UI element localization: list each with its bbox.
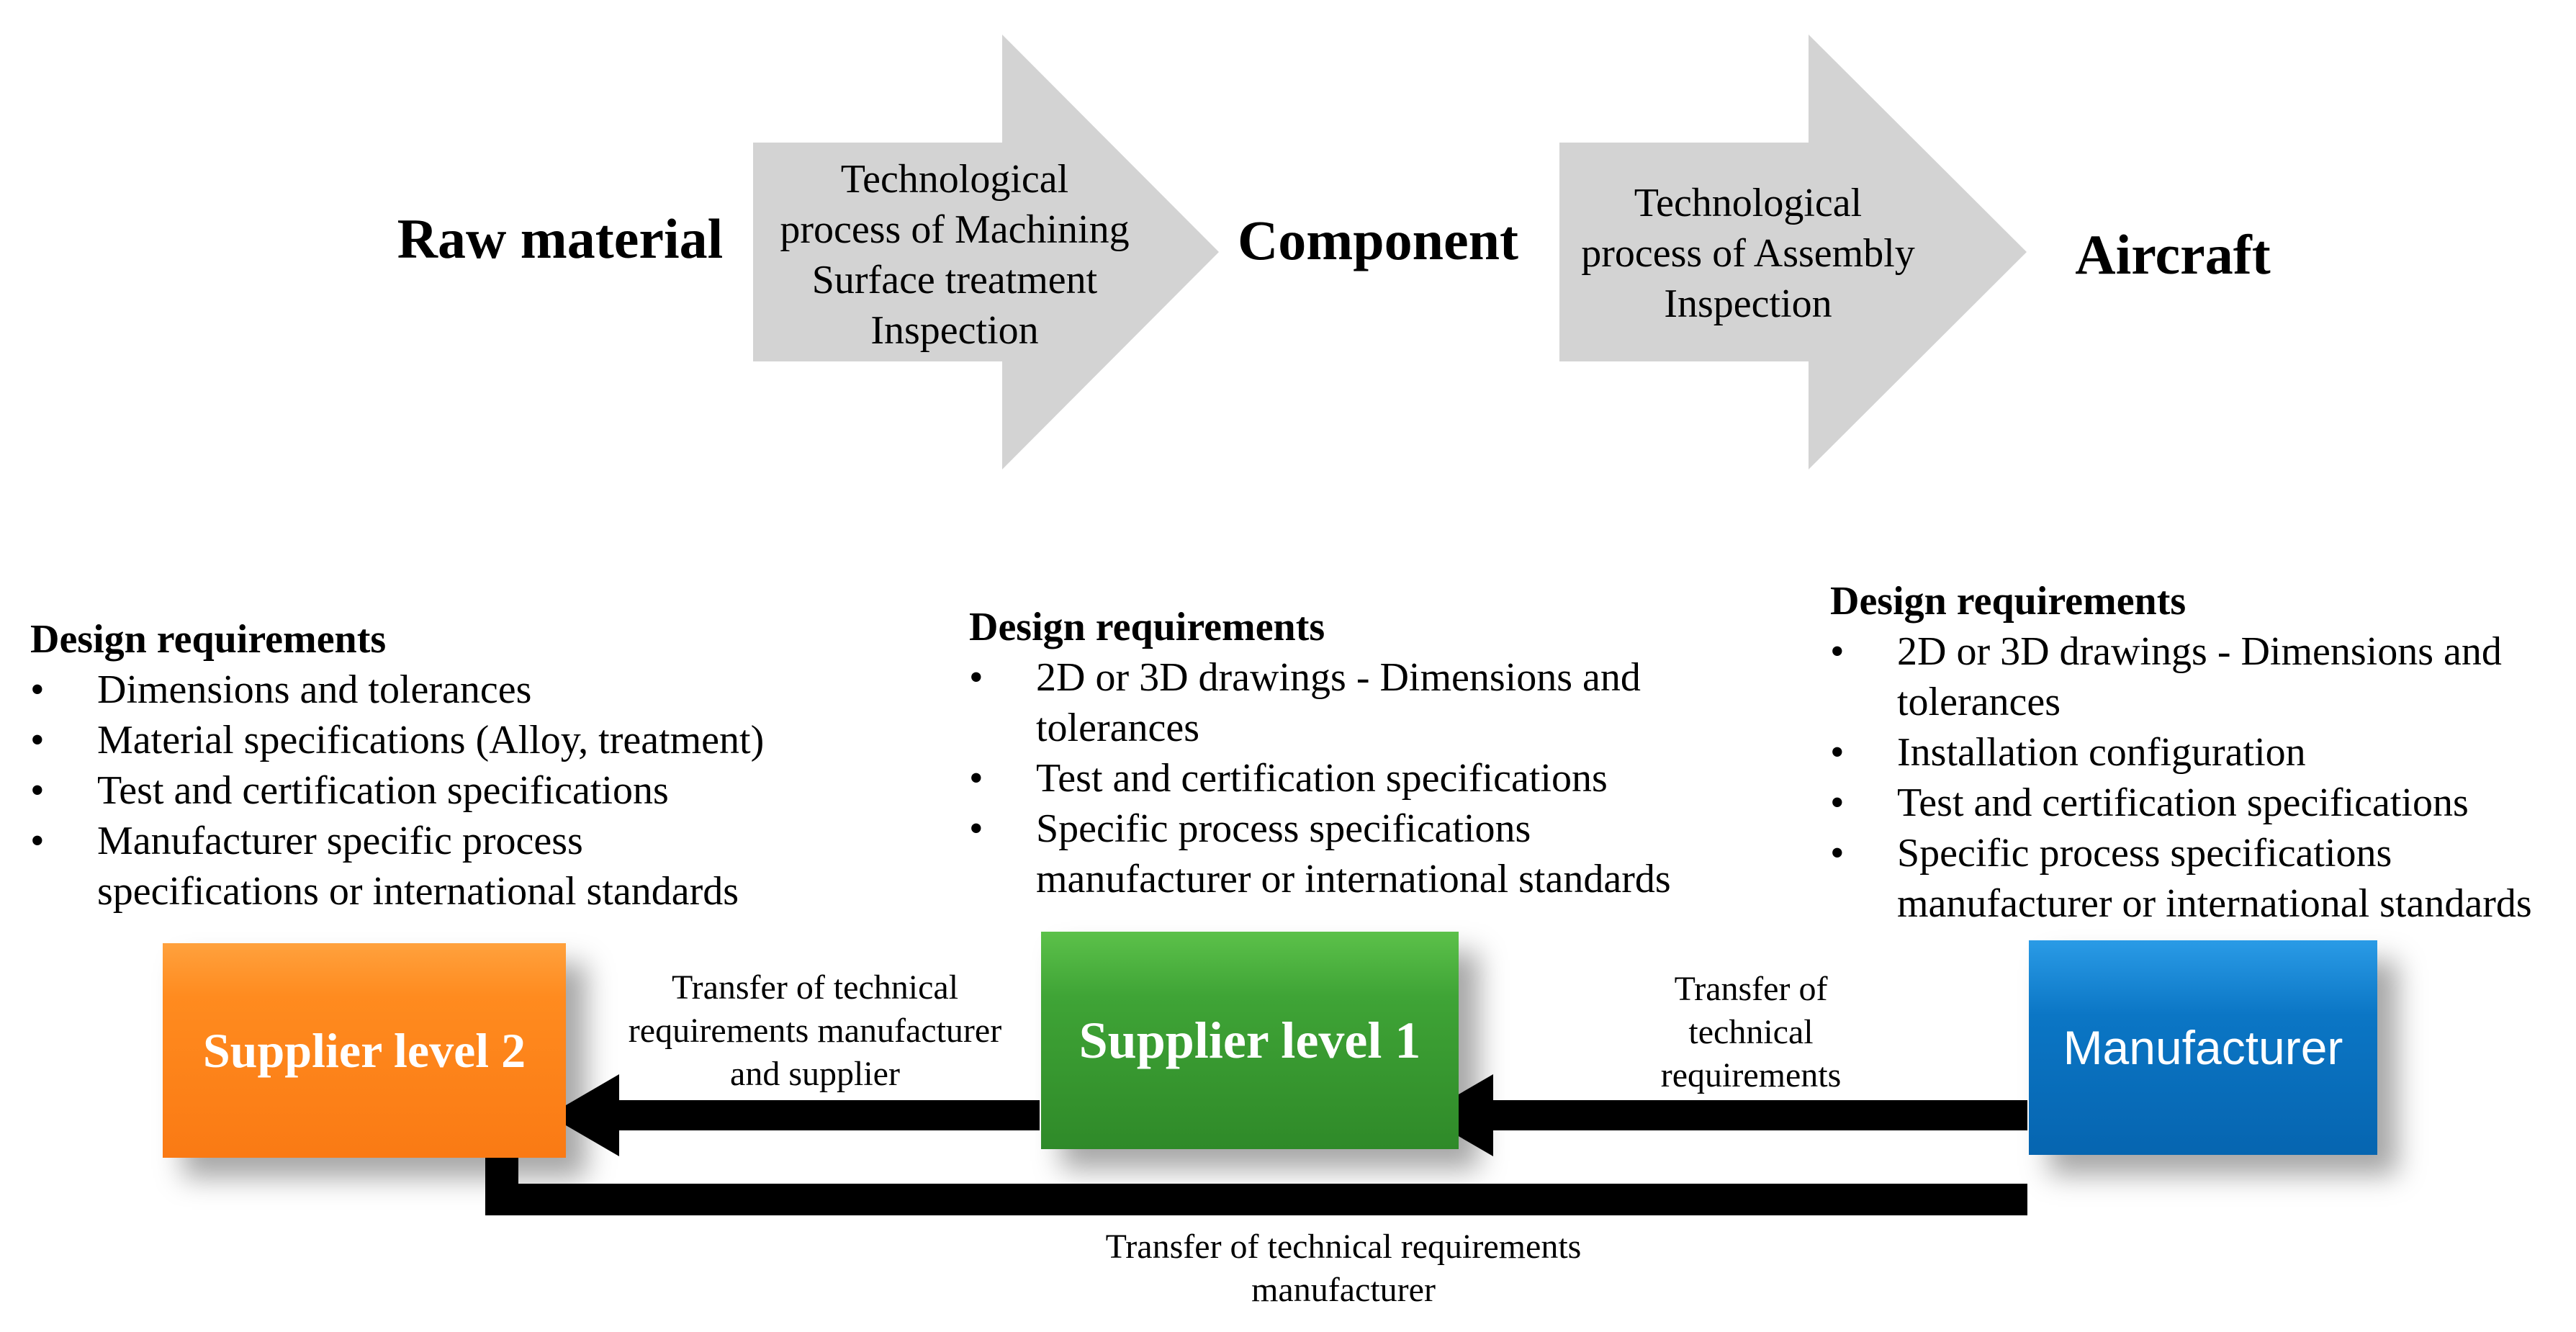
stage-component: Component xyxy=(1237,209,1519,271)
assembly-process-text: Technological process of Assembly Inspec… xyxy=(1581,178,1915,329)
transfer-label-line: manufacturer xyxy=(1251,1271,1436,1309)
stage-aircraft: Aircraft xyxy=(2075,223,2271,286)
machining-process-line: Technological xyxy=(840,157,1069,202)
transfer-label-mf-to-s2: Transfer of technical requirements manuf… xyxy=(1106,1225,1582,1312)
assembly-process-line: Inspection xyxy=(1664,282,1832,326)
requirement-item: Specific process specifications manufact… xyxy=(1830,828,2572,929)
connector-arrow-s1-to-s2 xyxy=(549,1074,1040,1156)
transfer-label-line: Transfer of xyxy=(1674,970,1828,1008)
supplier-level-1-label: Supplier level 1 xyxy=(1078,1011,1421,1069)
transfer-label-s1-to-s2: Transfer of technical requirements manuf… xyxy=(629,966,1001,1096)
transfer-label-line: Transfer of technical xyxy=(671,968,959,1007)
machining-process-line: process of Machining xyxy=(780,207,1130,252)
manufacturer-box: Manufacturer xyxy=(2029,940,2377,1155)
supplier-level-2-box: Supplier level 2 xyxy=(163,943,566,1158)
supplier-level-1-requirements: Design requirements 2D or 3D drawings - … xyxy=(969,602,1703,904)
manufacturer-requirements: Design requirements 2D or 3D drawings - … xyxy=(1830,576,2572,929)
requirements-list: 2D or 3D drawings - Dimensions and toler… xyxy=(969,652,1703,904)
requirement-item: Installation configuration xyxy=(1830,727,2572,778)
stage-raw-material: Raw material xyxy=(397,207,724,270)
requirement-item: Manufacturer specific process specificat… xyxy=(30,816,793,917)
machining-process-line: Inspection xyxy=(870,308,1039,353)
requirement-item: Material specifications (Alloy, treatmen… xyxy=(30,715,793,765)
requirements-title: Design requirements xyxy=(30,617,387,662)
assembly-process-arrow xyxy=(1559,35,2027,469)
connector-arrow-mf-to-s1 xyxy=(1423,1074,2027,1156)
assembly-process-line: Technological xyxy=(1634,181,1863,225)
manufacturer-label: Manufacturer xyxy=(2063,1021,2343,1074)
machining-process-line: Surface treatment xyxy=(811,258,1098,302)
requirements-title: Design requirements xyxy=(969,605,1325,649)
requirement-item: 2D or 3D drawings - Dimensions and toler… xyxy=(1830,626,2572,727)
supplier-level-1-box: Supplier level 1 xyxy=(1041,932,1459,1149)
machining-process-text: Technological process of Machining Surfa… xyxy=(780,154,1129,356)
assembly-process-line: process of Assembly xyxy=(1581,231,1915,276)
machining-process-arrow xyxy=(753,35,1219,469)
requirement-item: Specific process specifications manufact… xyxy=(969,804,1703,904)
transfer-label-line: requirements xyxy=(1660,1056,1842,1094)
transfer-label-line: Transfer of technical requirements xyxy=(1105,1228,1582,1266)
transfer-label-mf-to-s1: Transfer of technical requirements xyxy=(1661,968,1842,1097)
requirement-item: Test and certification specifications xyxy=(1830,778,2572,828)
supplier-level-2-requirements: Design requirements Dimensions and toler… xyxy=(30,614,793,917)
transfer-label-line: technical xyxy=(1688,1013,1814,1051)
requirement-item: Test and certification specifications xyxy=(30,765,793,816)
requirement-item: Test and certification specifications xyxy=(969,753,1703,804)
requirements-list: Dimensions and tolerances Material speci… xyxy=(30,665,793,917)
transfer-label-line: requirements manufacturer xyxy=(628,1012,1002,1050)
requirements-list: 2D or 3D drawings - Dimensions and toler… xyxy=(1830,626,2572,929)
transfer-label-line: and supplier xyxy=(730,1055,900,1093)
requirement-item: 2D or 3D drawings - Dimensions and toler… xyxy=(969,652,1703,753)
supplier-level-2-label: Supplier level 2 xyxy=(202,1022,526,1078)
requirement-item: Dimensions and tolerances xyxy=(30,665,793,715)
requirements-title: Design requirements xyxy=(1830,579,2187,624)
